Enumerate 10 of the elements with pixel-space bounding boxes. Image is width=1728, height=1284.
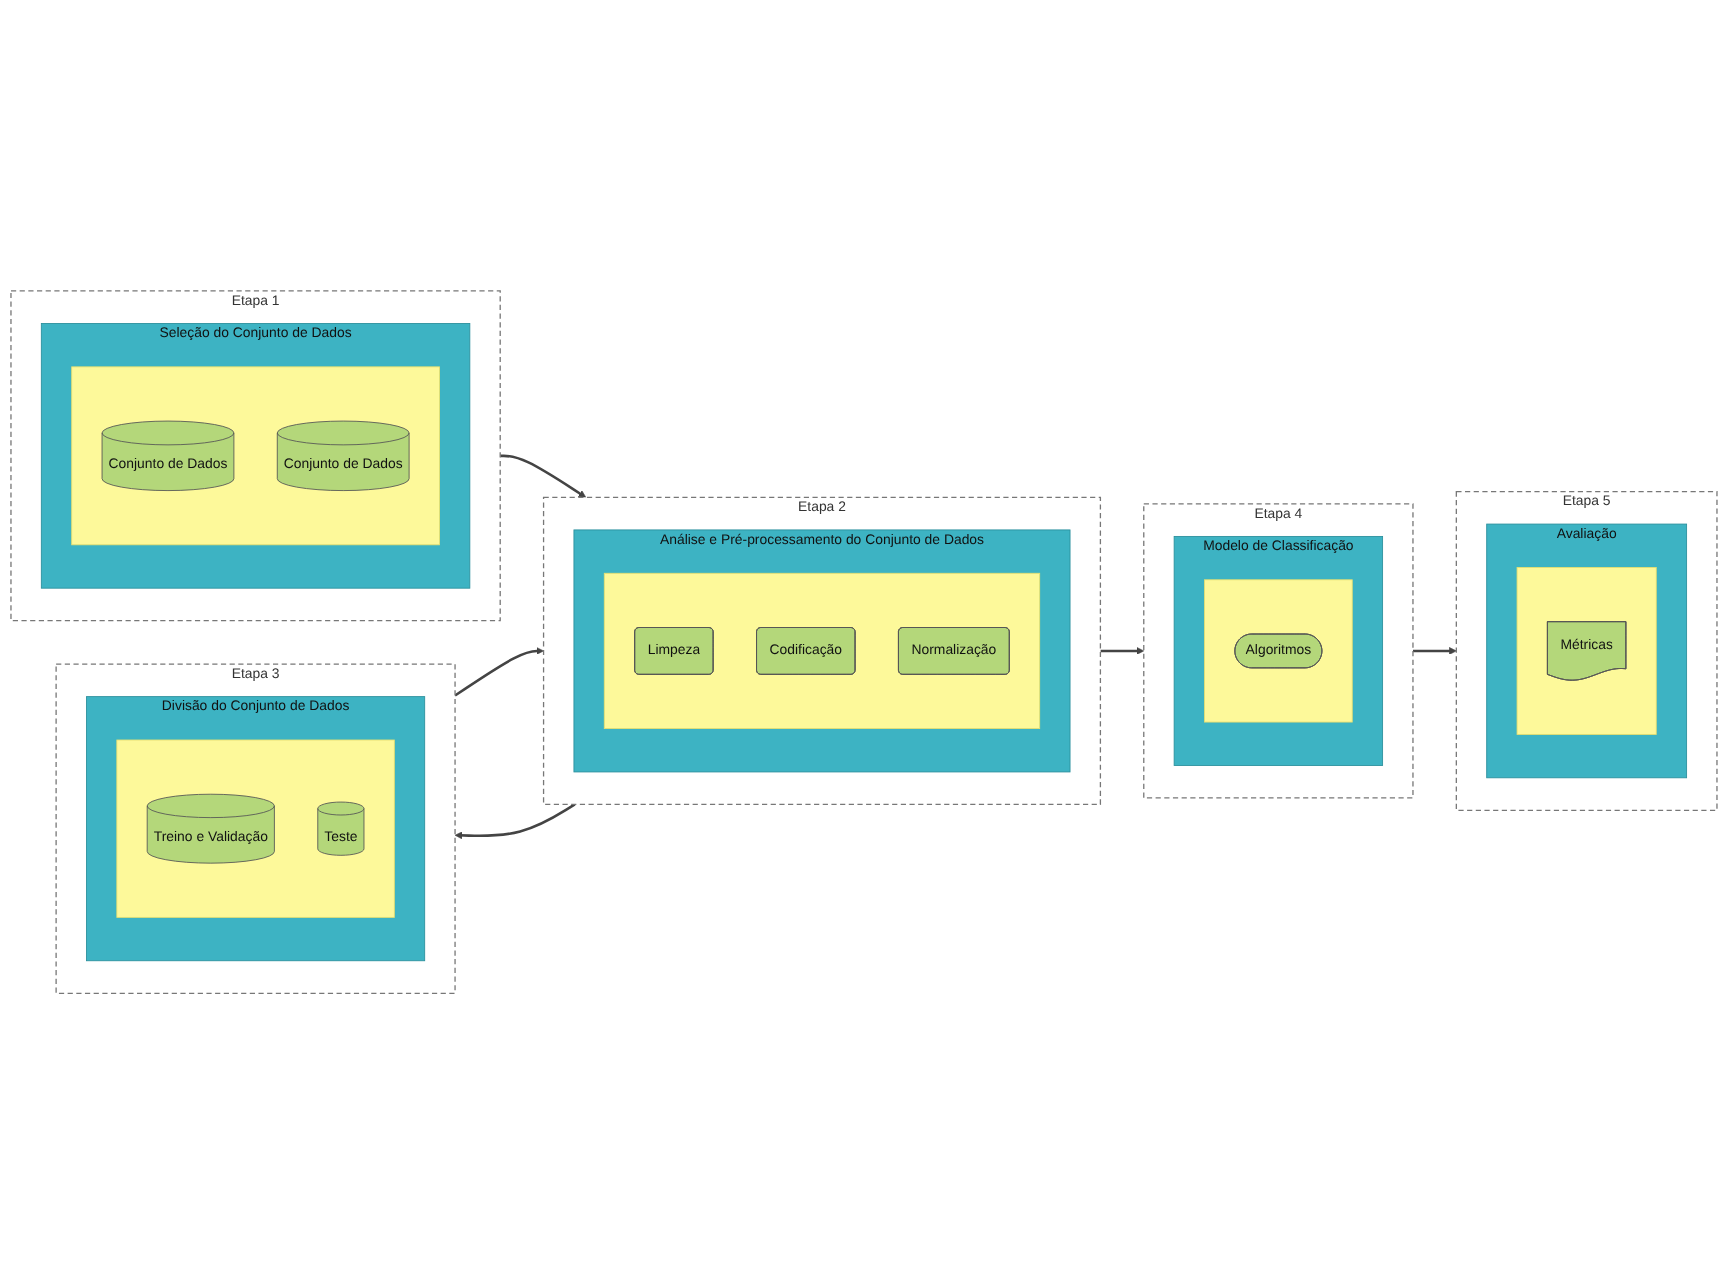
arrow (1100, 647, 1145, 655)
cluster (603, 572, 1041, 729)
arrow (454, 803, 576, 840)
arrow (454, 647, 544, 697)
arrow (500, 454, 587, 498)
arrow (1413, 647, 1457, 655)
cluster (116, 739, 395, 918)
cluster (1204, 579, 1353, 723)
cluster (1516, 566, 1657, 735)
cluster (71, 366, 440, 546)
